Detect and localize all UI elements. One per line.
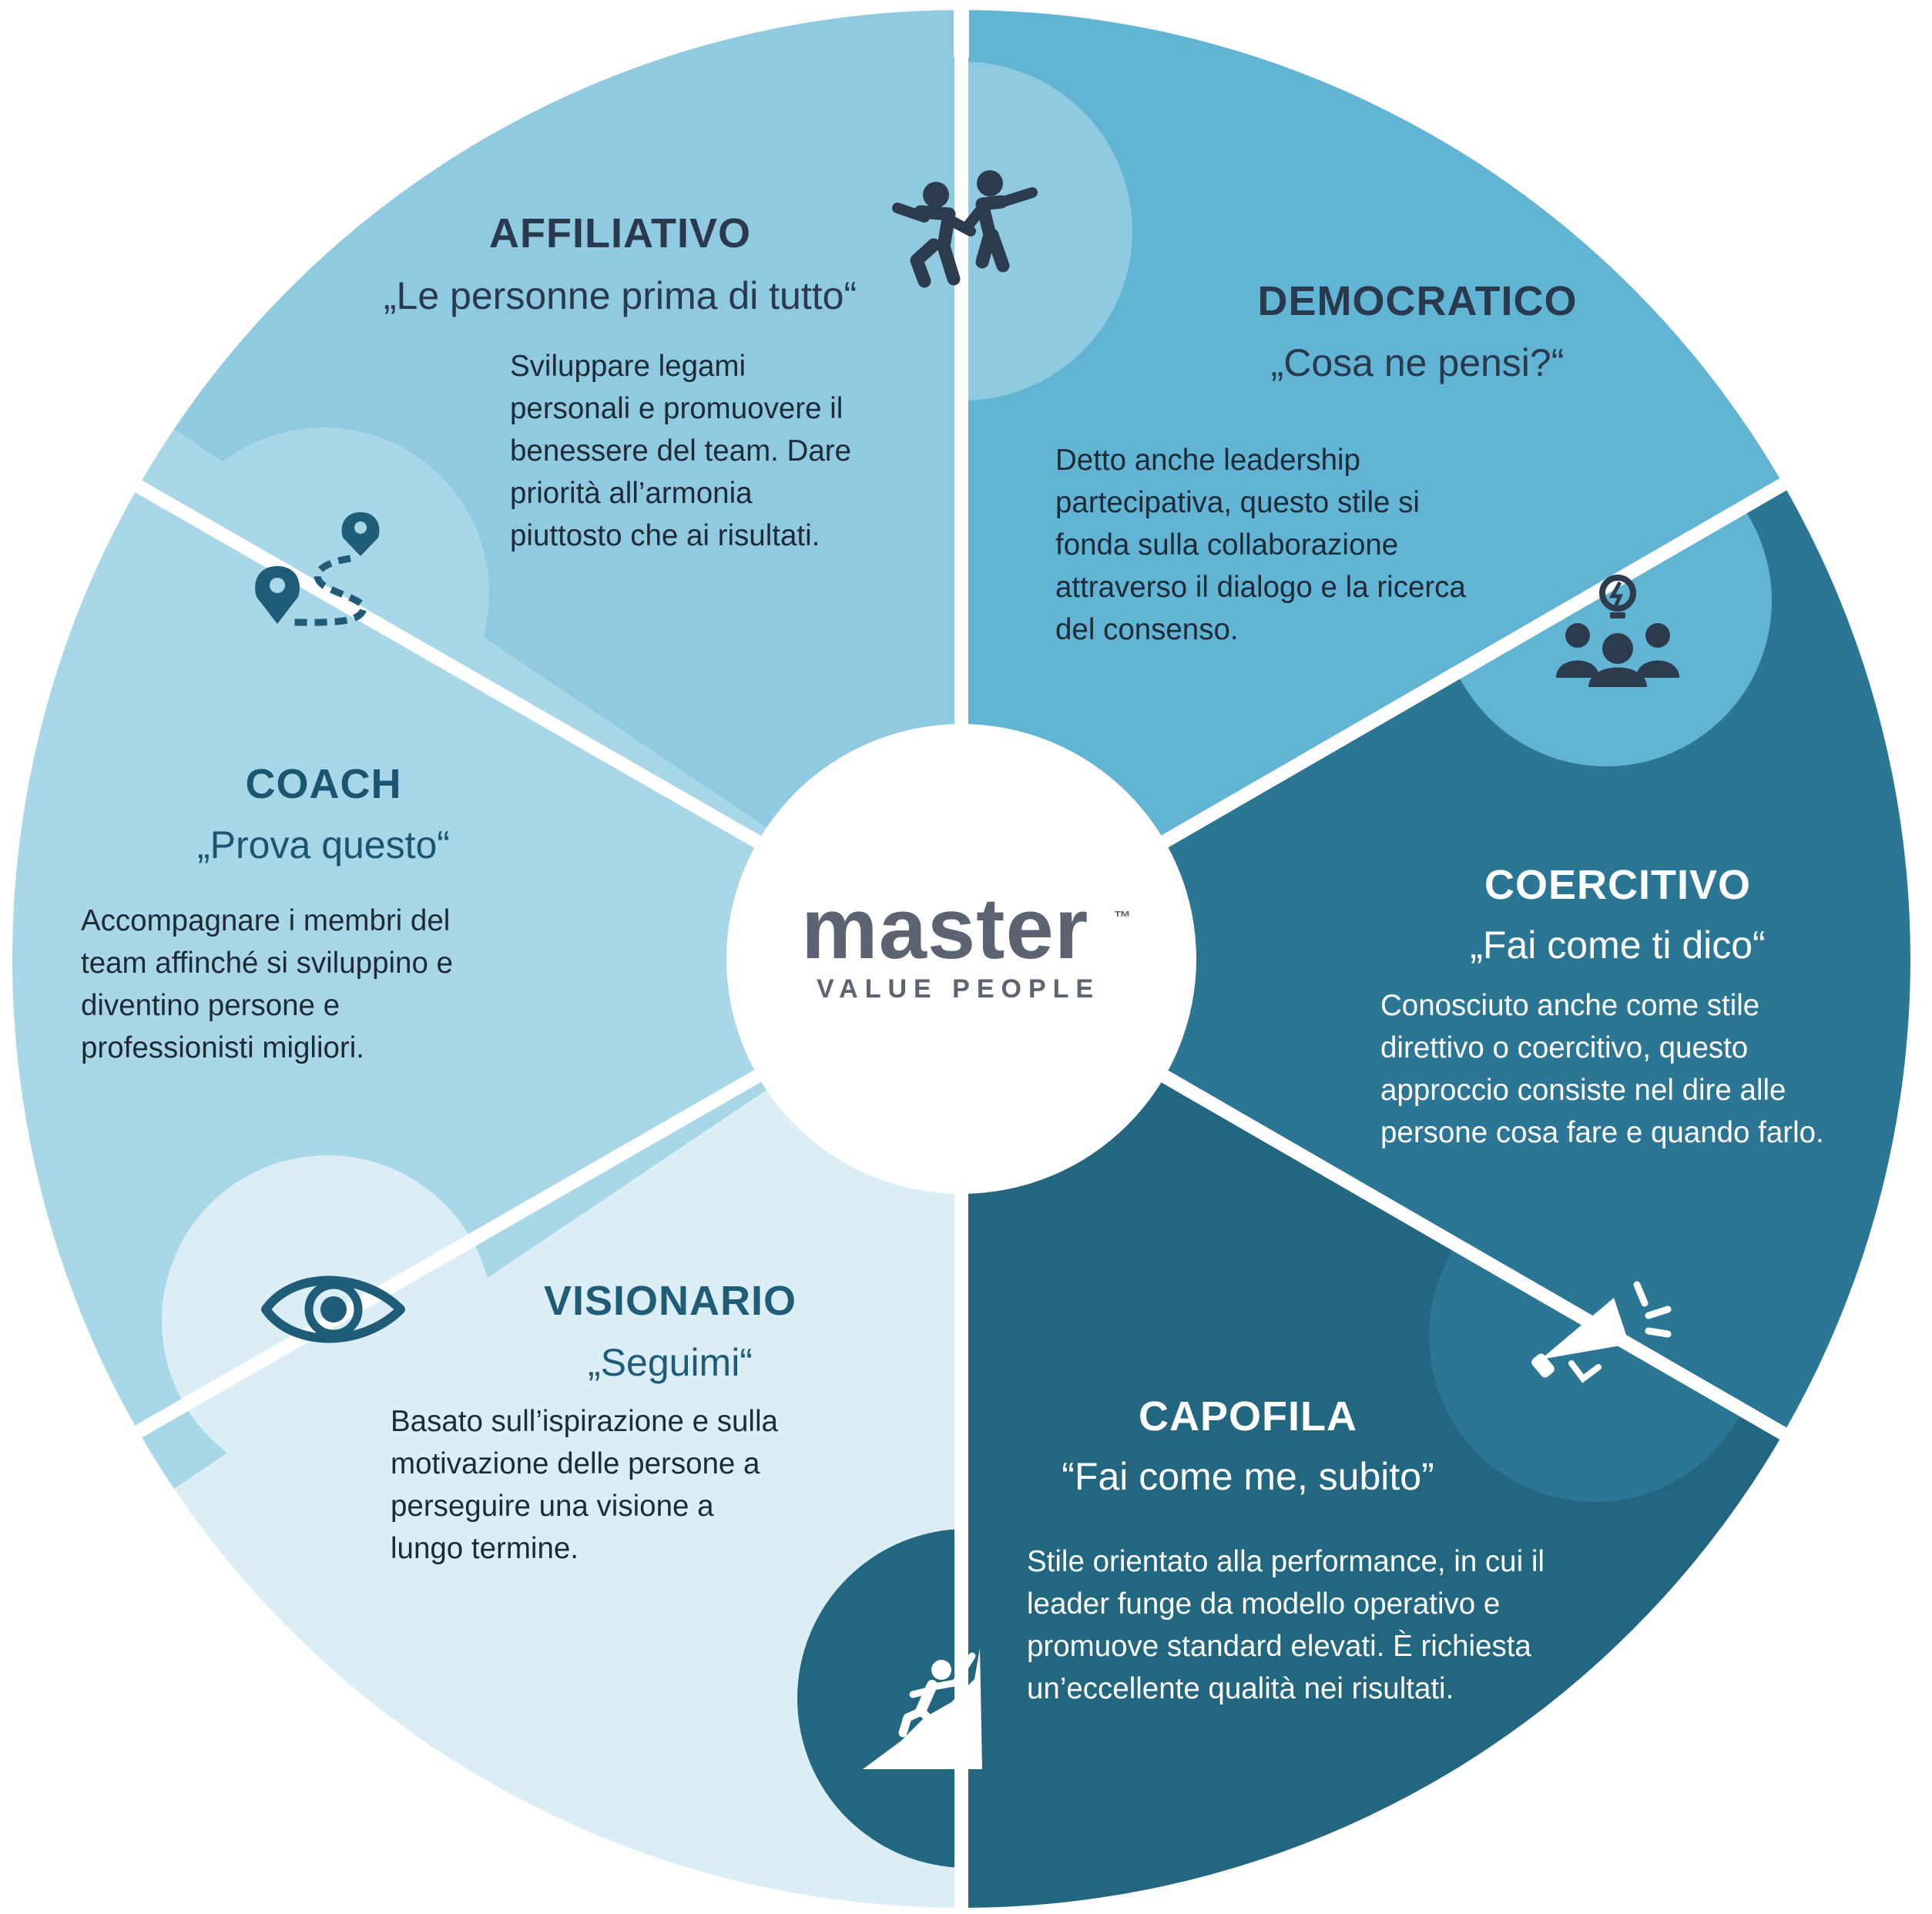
- coercitivo-title: COERCITIVO: [1484, 862, 1752, 908]
- democratico-desc-line: Detto anche leadership: [1055, 444, 1360, 477]
- capofila-desc-line: promuove standard elevati. È richiesta: [1027, 1630, 1531, 1663]
- democratico-title: DEMOCRATICO: [1257, 278, 1578, 324]
- eye-icon: [261, 1275, 405, 1343]
- coach-desc-line: professionisti migliori.: [81, 1031, 365, 1064]
- democratico-quote: „Cosa ne pensi?“: [1270, 341, 1565, 384]
- route-map-icon: [255, 512, 380, 626]
- democratico-desc: Detto anche leadership partecipativa, qu…: [1055, 439, 1466, 651]
- climber-icon: [863, 1648, 982, 1769]
- coercitivo-quote: „Fai come ti dico“: [1470, 923, 1766, 967]
- affiliativo-desc-line: personali e promuovere il: [510, 392, 844, 425]
- capofila-desc-line: Stile orientato alla performance, in cui…: [1027, 1545, 1545, 1578]
- coach-quote: „Prova questo“: [197, 823, 450, 866]
- center-circle: [726, 724, 1196, 1194]
- visionario-title: VISIONARIO: [543, 1278, 797, 1324]
- democratico-desc-line: attraverso il dialogo e la ricerca: [1055, 571, 1466, 604]
- affiliativo-desc: Sviluppare legami personali e promuovere…: [510, 345, 851, 557]
- logo-tagline: VALUE PEOPLE: [817, 974, 1101, 1004]
- logo-trademark: ™: [1114, 907, 1131, 927]
- team-idea-icon: [1556, 575, 1679, 687]
- dancing-people-icon: [892, 170, 1038, 288]
- visionario-quote: „Seguimi“: [588, 1341, 753, 1384]
- visionario-desc-line: perseguire una visione a: [391, 1490, 714, 1523]
- democratico-desc-line: partecipativa, questo stile si: [1055, 486, 1420, 519]
- coercitivo-desc-line: approccio consiste nel dire alle: [1380, 1074, 1786, 1107]
- capofila-desc: Stile orientato alla performance, in cui…: [1027, 1540, 1545, 1710]
- affiliativo-desc-line: priorità all’armonia: [510, 477, 753, 510]
- coercitivo-desc-line: persone cosa fare e quando farlo.: [1380, 1116, 1824, 1149]
- coach-desc-line: diventino persone e: [81, 989, 340, 1022]
- coach-desc-line: team affinché si sviluppino e: [81, 947, 453, 980]
- coercitivo-desc: Conosciuto anche come stile direttivo o …: [1380, 984, 1824, 1154]
- affiliativo-desc-line: benessere del team. Dare: [510, 434, 851, 468]
- visionario-desc: Basato sull’ispirazione e sulla motivazi…: [391, 1400, 778, 1570]
- affiliativo-desc-line: Sviluppare legami: [510, 350, 746, 383]
- coercitivo-desc-line: Conosciuto anche come stile: [1380, 989, 1760, 1022]
- visionario-desc-line: Basato sull’ispirazione e sulla: [391, 1405, 778, 1438]
- affiliativo-quote: „Le personne prima di tutto“: [383, 274, 857, 317]
- rim-gaps: [92, 0, 1833, 1467]
- visionario-desc-line: lungo termine.: [391, 1532, 579, 1565]
- capofila-title: CAPOFILA: [1139, 1393, 1357, 1440]
- coercitivo-desc-line: direttivo o coercitivo, questo: [1380, 1031, 1749, 1064]
- capofila-desc-line: leader funge da modello operativo e: [1027, 1587, 1501, 1621]
- coach-desc: Accompagnare i membri del team affinché …: [81, 900, 453, 1069]
- coach-desc-line: Accompagnare i membri del: [81, 904, 451, 937]
- democratico-desc-line: del consenso.: [1055, 613, 1239, 646]
- capofila-quote: “Fai come me, subito”: [1062, 1455, 1434, 1498]
- megaphone-icon: [1531, 1281, 1672, 1383]
- logo-wordmark: master: [801, 880, 1089, 977]
- affiliativo-title: AFFILIATIVO: [489, 210, 751, 256]
- democratico-desc-line: fonda sulla collaborazione: [1055, 528, 1399, 561]
- visionario-desc-line: motivazione delle persone a: [391, 1447, 760, 1480]
- affiliativo-desc-line: piuttosto che ai risultati.: [510, 519, 820, 552]
- capofila-desc-line: un’eccellente qualità nei risultati.: [1027, 1672, 1454, 1705]
- coach-title: COACH: [245, 761, 402, 807]
